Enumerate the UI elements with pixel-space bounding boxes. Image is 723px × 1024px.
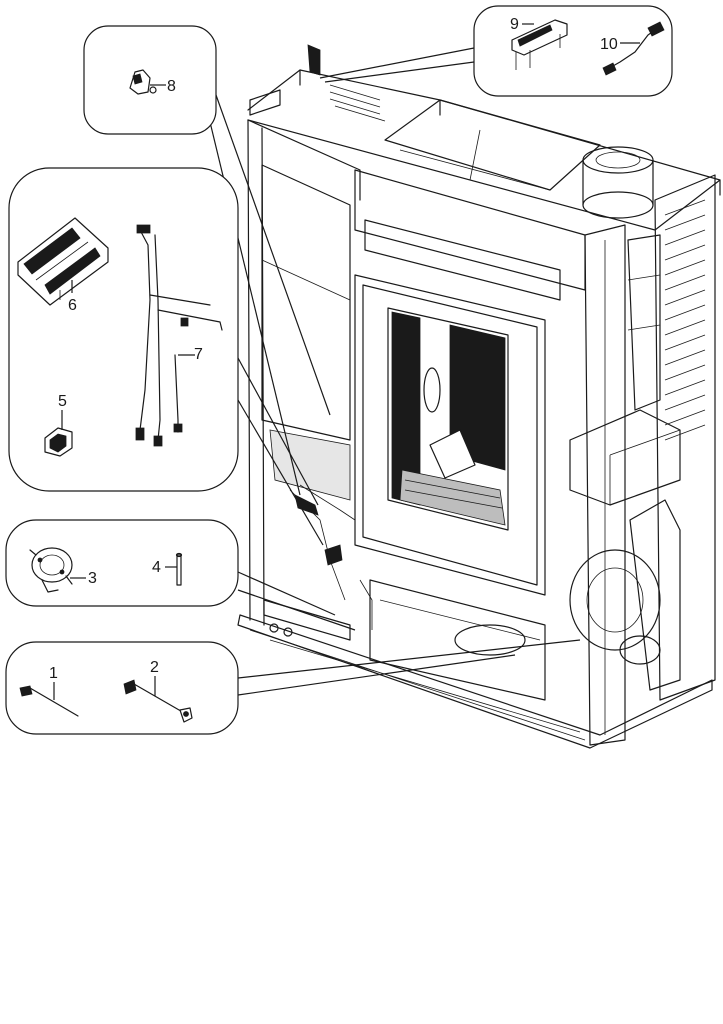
callout-6: 6 xyxy=(68,297,77,314)
callout-5: 5 xyxy=(58,393,67,410)
top-vents xyxy=(329,84,386,122)
callout-9: 9 xyxy=(510,16,519,33)
callout-panel-5-6-7: 5 6 7 xyxy=(8,167,239,492)
callout-panel-3-4: 3 4 xyxy=(5,519,239,607)
part-6-control-board xyxy=(17,217,109,306)
callout-panel-9-10: 9 10 xyxy=(473,5,673,97)
part-1-probe xyxy=(19,682,79,717)
panel-leaders xyxy=(209,47,581,696)
callout-4: 4 xyxy=(152,559,161,576)
callout-10: 10 xyxy=(600,36,618,53)
callout-8: 8 xyxy=(167,78,176,95)
part-8-bracket xyxy=(129,69,166,95)
part-3-pressure-switch xyxy=(29,547,86,593)
callout-panel-1-2: 1 2 xyxy=(5,641,239,735)
part-7-wiring-harness xyxy=(135,224,223,447)
part-2-sensor xyxy=(123,676,193,723)
right-side-grille xyxy=(654,174,716,701)
callout-panel-8: 8 xyxy=(83,25,217,135)
part-4-rod xyxy=(165,552,183,586)
callout-7: 7 xyxy=(194,346,203,363)
part-9-display-board xyxy=(511,19,568,70)
combustion-fan xyxy=(569,499,681,691)
part-10-cable xyxy=(602,21,665,76)
flue-pipe xyxy=(582,146,654,219)
part-5-relay xyxy=(44,410,73,457)
callout-1: 1 xyxy=(49,665,58,682)
stove-door xyxy=(354,274,546,596)
firebox-fins xyxy=(391,311,506,506)
stove-body xyxy=(237,44,721,749)
callout-3: 3 xyxy=(88,570,97,587)
callout-2: 2 xyxy=(150,659,159,676)
